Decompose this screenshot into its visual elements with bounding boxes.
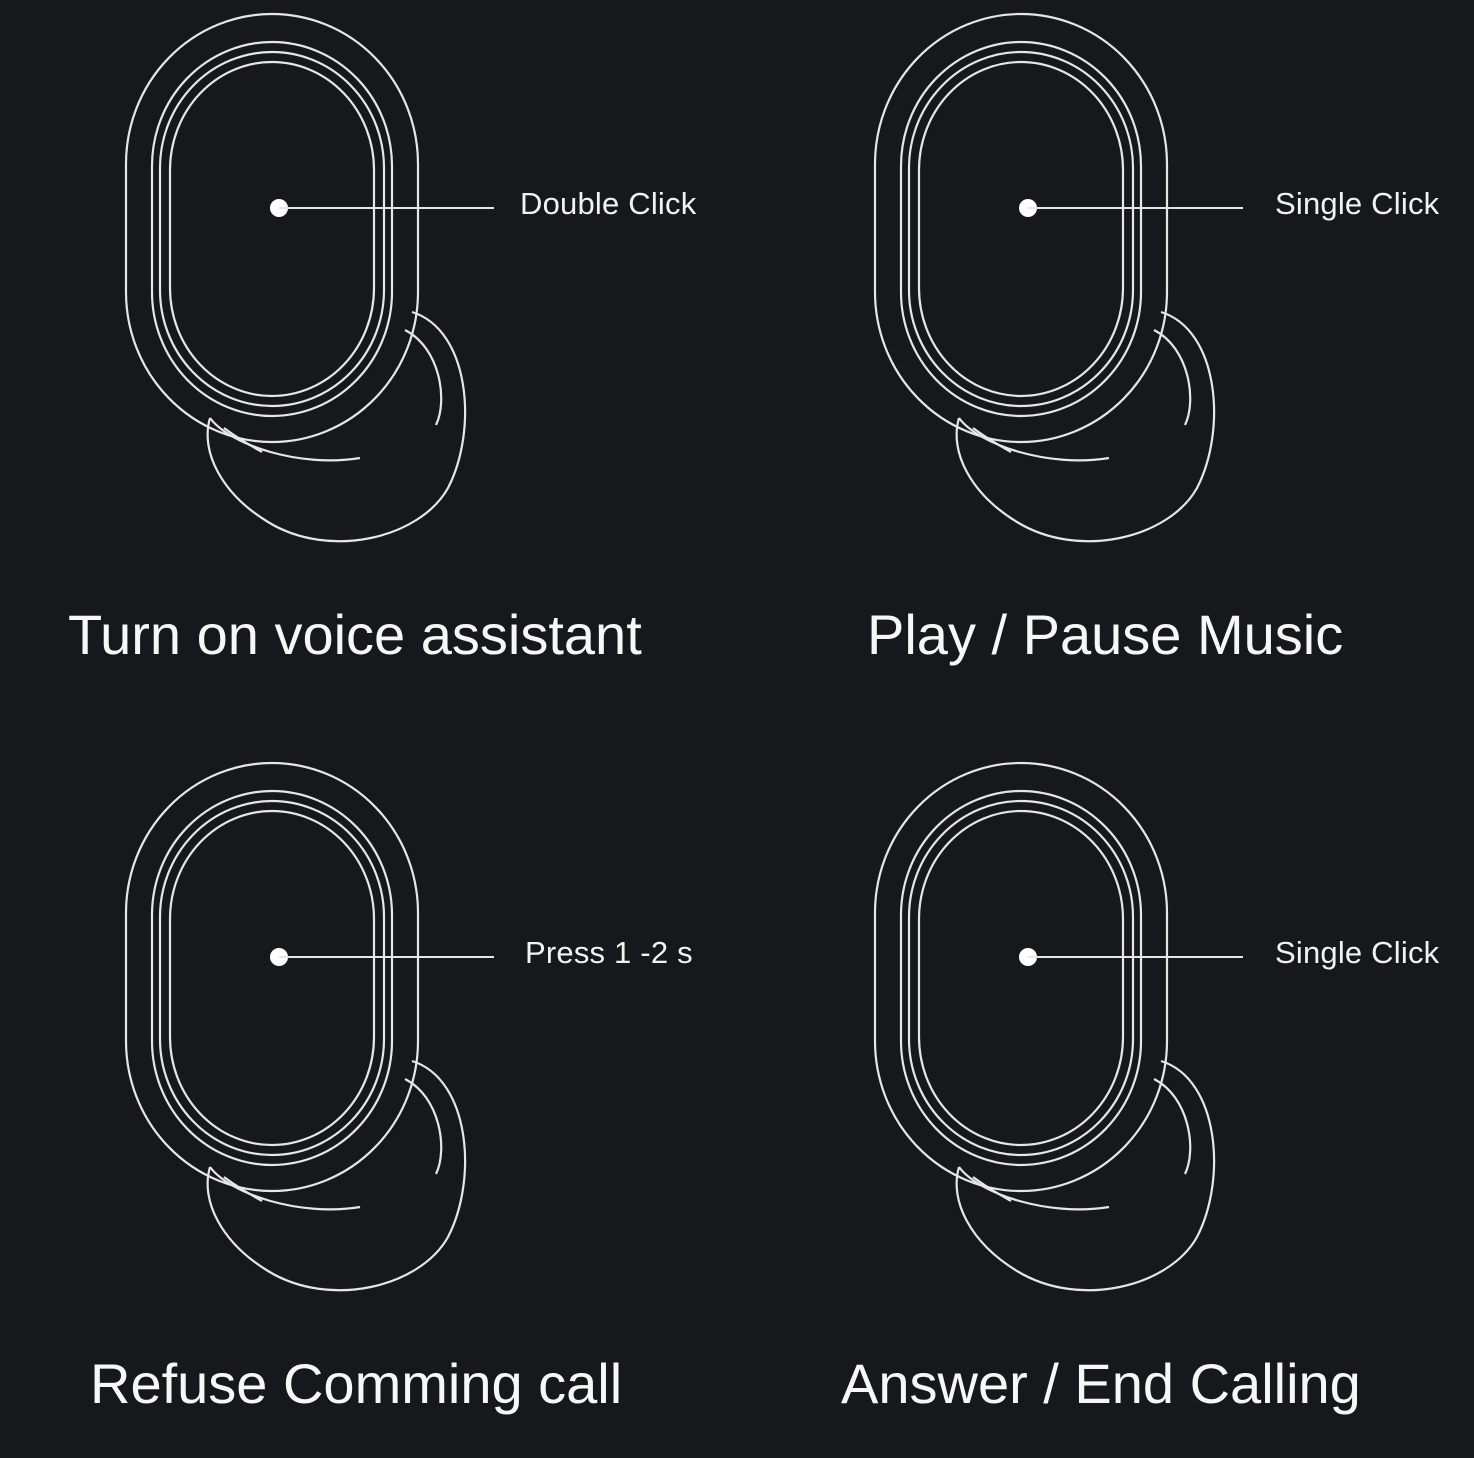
gesture-label: Single Click bbox=[1275, 186, 1440, 221]
panel-voice-assistant: Double Click Turn on voice assistant bbox=[0, 0, 737, 729]
action-title: Play / Pause Music bbox=[867, 603, 1344, 666]
panel-play-pause: Single Click Play / Pause Music bbox=[737, 0, 1474, 729]
panel-refuse-call: Press 1 -2 s Refuse Comming call bbox=[0, 729, 737, 1458]
earbud-icon bbox=[124, 761, 496, 1292]
panel-answer-end-call: Single Click Answer / End Calling bbox=[737, 729, 1474, 1458]
action-title: Turn on voice assistant bbox=[68, 603, 642, 666]
earbud-icon bbox=[873, 761, 1245, 1292]
gesture-label: Double Click bbox=[520, 186, 697, 221]
action-title: Answer / End Calling bbox=[841, 1352, 1361, 1415]
gesture-label: Single Click bbox=[1275, 935, 1440, 970]
gesture-label: Press 1 -2 s bbox=[525, 935, 693, 970]
action-title: Refuse Comming call bbox=[90, 1352, 623, 1415]
